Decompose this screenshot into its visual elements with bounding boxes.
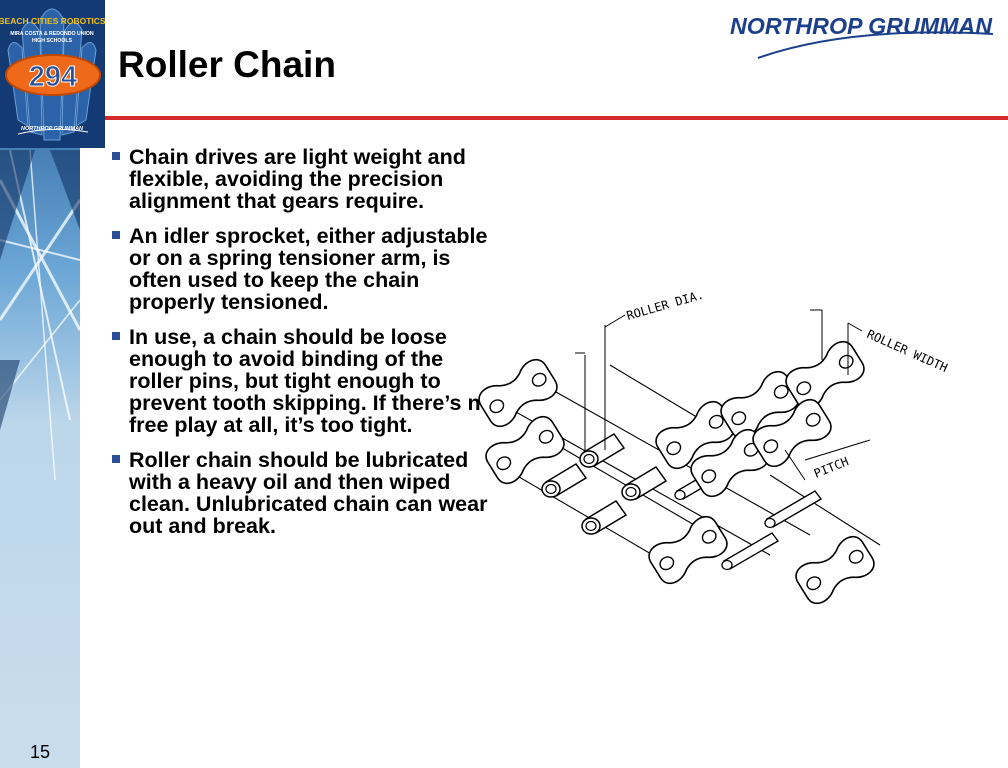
roller-chain-diagram: ROLLER DIA. ROLLER WIDTH PITCH (473, 288, 950, 609)
chain-roller (541, 463, 587, 498)
bullet-item: In use, a chain should be loose enough t… (105, 326, 500, 436)
svg-text:MIRA COSTA & REDONDO UNION: MIRA COSTA & REDONDO UNION (10, 31, 94, 37)
bullet-text: An idler sprocket, either adjustable or … (129, 224, 488, 314)
page-number: 15 (30, 742, 51, 762)
chain-pin (764, 490, 822, 529)
chain-roller (621, 466, 667, 501)
team-name-text: BEACH CITIES ROBOTICS (0, 16, 105, 26)
team-number-text: 294 (29, 61, 77, 93)
bullet-square-icon (112, 152, 120, 160)
bullet-square-icon (112, 231, 120, 239)
chain-pin (721, 532, 779, 571)
svg-text:HIGH SCHOOLS: HIGH SCHOOLS (32, 38, 73, 44)
chain-roller (579, 433, 625, 468)
bullet-text: In use, a chain should be loose enough t… (129, 325, 494, 437)
northrop-grumman-logo: NORTHROP GRUMMAN (730, 13, 994, 59)
bullet-text: Chain drives are light weight and flexib… (129, 145, 466, 213)
sponsor-logo-text: NORTHROP GRUMMAN (730, 13, 992, 39)
bullet-item: An idler sprocket, either adjustable or … (105, 225, 500, 313)
bullet-item: Roller chain should be lubricated with a… (105, 449, 500, 537)
bullet-item: Chain drives are light weight and flexib… (105, 146, 500, 212)
title-divider (105, 116, 1008, 120)
pitch-label: PITCH (812, 454, 851, 481)
roller-width-label: ROLLER WIDTH (865, 327, 950, 375)
bullet-square-icon (112, 455, 120, 463)
team-logo: BEACH CITIES ROBOTICS MIRA COSTA & REDON… (0, 0, 105, 148)
chain-roller (581, 500, 627, 535)
bullet-text: Roller chain should be lubricated with a… (129, 448, 488, 538)
bullet-list: Chain drives are light weight and flexib… (105, 146, 500, 550)
bullet-square-icon (112, 332, 120, 340)
roller-dia-label: ROLLER DIA. (625, 288, 705, 323)
chain-plate (790, 531, 880, 609)
chain-plate (643, 511, 733, 589)
slide-title: Roller Chain (118, 44, 336, 85)
